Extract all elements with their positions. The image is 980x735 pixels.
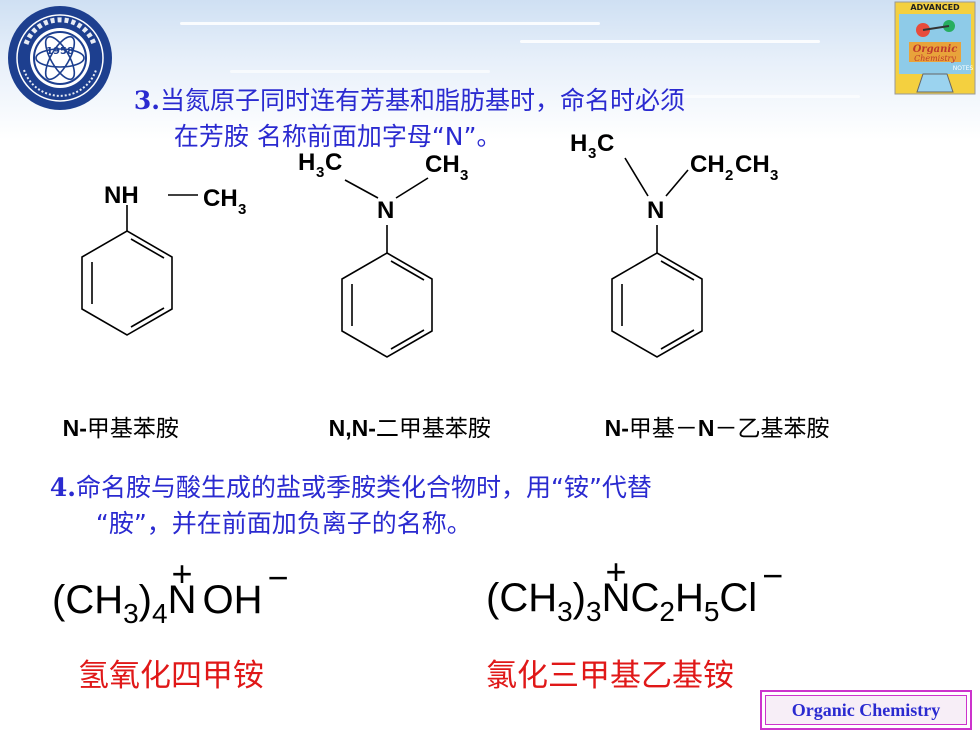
salt-formula: (CH3)4 N+ OH− bbox=[52, 553, 289, 630]
section-number: 3. bbox=[133, 86, 161, 115]
svg-text:Organic: Organic bbox=[913, 44, 958, 55]
atom-label: N bbox=[377, 197, 394, 224]
compound-name: N-甲基苯胺 bbox=[62, 415, 179, 442]
footer-label: Organic Chemistry bbox=[765, 695, 967, 725]
heading-line: “胺”，并在前面加负离子的名称。 bbox=[95, 509, 472, 538]
svg-text:Chemistry: Chemistry bbox=[914, 54, 956, 63]
header-streak bbox=[230, 70, 490, 73]
compound-name: N,N-二甲基苯胺 bbox=[328, 415, 491, 442]
header-streak bbox=[620, 95, 860, 98]
benzene-ring bbox=[611, 252, 703, 358]
benzene-ring bbox=[341, 252, 433, 358]
atom-label: C bbox=[597, 130, 614, 157]
bond bbox=[665, 169, 689, 197]
amine-structures: NH CH 3 H 3 C CH 3 N H 3 C CH 2 CH 3 N bbox=[81, 130, 778, 358]
bond bbox=[624, 157, 649, 197]
atom-label: N bbox=[647, 197, 664, 224]
negative-charge: − bbox=[762, 555, 784, 596]
svg-text:NOTES: NOTES bbox=[953, 65, 974, 72]
salt-name: 氯化三甲基乙基铵 bbox=[486, 658, 734, 694]
svg-text:1958: 1958 bbox=[46, 46, 74, 57]
svg-text:ADVANCED: ADVANCED bbox=[910, 3, 960, 12]
section-3-heading: 3.当氮原子同时连有芳基和脂肪基时，命名时必须 bbox=[118, 50, 685, 118]
heading-line: 在芳胺 名称前面加字母“N”。 bbox=[173, 122, 502, 151]
compound-name: N-甲基－N－乙基苯胺 bbox=[604, 415, 830, 442]
header-streak bbox=[180, 22, 600, 25]
heading-line: 当氮原子同时连有芳基和脂肪基时，命名时必须 bbox=[160, 86, 686, 115]
bond bbox=[344, 179, 379, 199]
organic-chemistry-footer: Organic Chemistry bbox=[760, 690, 972, 730]
organic-chemistry-badge: ADVANCED Organic Chemistry NOTES bbox=[894, 1, 976, 95]
benzene-ring bbox=[81, 230, 173, 336]
atom-label: NH bbox=[104, 182, 139, 209]
salt-formula: (CH3)3 N+ C2H5 Cl− bbox=[486, 551, 784, 628]
bond bbox=[395, 177, 429, 199]
atom-label: CH bbox=[735, 151, 770, 178]
negative-charge: − bbox=[267, 557, 289, 598]
positive-charge: + bbox=[171, 553, 193, 594]
atom-label: CH bbox=[425, 151, 460, 178]
positive-charge: + bbox=[605, 551, 627, 592]
section-number: 4. bbox=[49, 473, 77, 502]
atom-label: H bbox=[570, 130, 587, 157]
atom-subscript: 2 bbox=[725, 167, 733, 184]
header-background bbox=[0, 0, 980, 140]
atom-subscript: 3 bbox=[460, 167, 468, 184]
university-logo: 1958 bbox=[8, 6, 112, 110]
atom-label: H bbox=[298, 149, 315, 176]
atom-label: CH bbox=[690, 151, 725, 178]
atom-subscript: 3 bbox=[770, 167, 778, 184]
atom-subscript: 3 bbox=[316, 164, 324, 181]
header-streak bbox=[520, 40, 820, 43]
atom-subscript: 3 bbox=[238, 201, 246, 218]
section-4-heading-line2: “胺”，并在前面加负离子的名称。 bbox=[80, 473, 472, 541]
section-3-heading-line2: 在芳胺 名称前面加字母“N”。 bbox=[158, 86, 502, 154]
salt-name: 氢氧化四甲铵 bbox=[78, 658, 264, 694]
atom-label: C bbox=[325, 149, 342, 176]
atom-subscript: 3 bbox=[588, 145, 596, 162]
atom-label: CH bbox=[203, 185, 238, 212]
section-4-heading: 4.命名胺与酸生成的盐或季胺类化合物时，用“铵”代替 bbox=[34, 437, 652, 505]
heading-line: 命名胺与酸生成的盐或季胺类化合物时，用“铵”代替 bbox=[76, 473, 652, 502]
